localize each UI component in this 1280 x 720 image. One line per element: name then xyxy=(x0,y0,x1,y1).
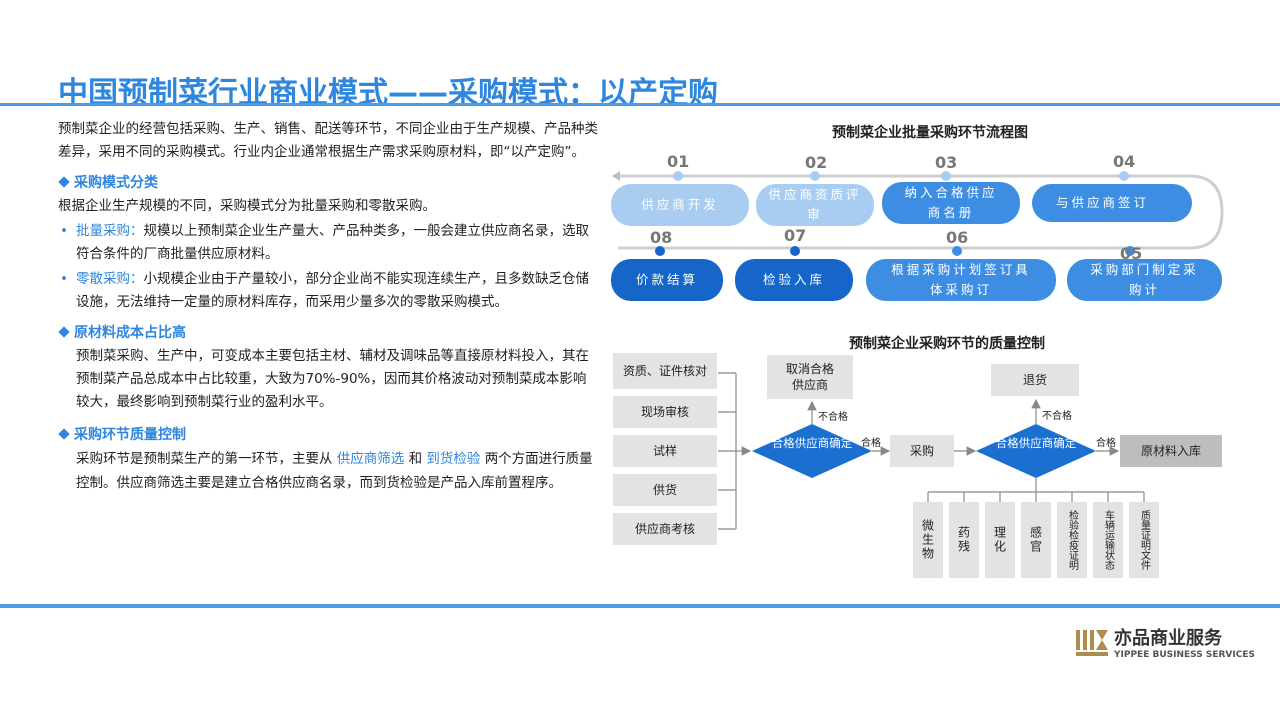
qc-fail-label-1: 不合格 xyxy=(818,412,848,423)
section-text-material-cost: 预制菜采购、生产中，可变成本主要包括主材、辅材及调味品等直接原材料投入，其在预制… xyxy=(76,348,589,410)
qc-purchase-box: 采购 xyxy=(890,435,954,467)
title-underline xyxy=(0,103,1280,106)
section-heading-purchase-modes: 采购模式分类 xyxy=(58,172,598,195)
bullet-dot-icon: • xyxy=(60,223,68,239)
step-dot xyxy=(1119,171,1129,181)
qc-check-residue: 药残 xyxy=(949,502,979,578)
qc-check-transport: 车辆运输状态 xyxy=(1093,502,1123,578)
step-number: 05 xyxy=(1120,244,1143,263)
qc-return-box: 退货 xyxy=(991,364,1079,396)
section-heading-material-cost: 原材料成本占比高 xyxy=(58,322,598,345)
step-dot xyxy=(941,171,951,181)
qc-check-sensory: 感官 xyxy=(1021,502,1051,578)
flow-step-04: 与供应商签订 xyxy=(1032,184,1192,222)
qc-storage-box: 原材料入库 xyxy=(1120,435,1222,467)
bottom-divider xyxy=(0,604,1280,608)
qc-check-quarantine: 检验检疫证明 xyxy=(1057,502,1087,578)
flow-step-06: 根据采购计划签订具体采购订 xyxy=(866,259,1056,301)
logo-mark-icon xyxy=(1076,630,1108,656)
flow-step-05: 采购部门制定采购计 xyxy=(1067,259,1222,301)
title-bar: 中国预制菜行业商业模式——采购模式：以产定购 xyxy=(0,62,1280,111)
qc-cancel-supplier: 取消合格供应商 xyxy=(767,355,853,399)
decision-diamond-2 xyxy=(976,424,1096,478)
step-number: 08 xyxy=(650,228,673,247)
qc-item-qualification: 资质、证件核对 xyxy=(613,353,717,389)
bullet-scattered-purchase: •零散采购：小规模企业由于产量较小，部分企业尚不能实现连续生产，且多数缺乏仓储设… xyxy=(58,268,598,314)
flow-step-08: 价款结算 xyxy=(611,259,723,301)
flow-arrow-icon xyxy=(612,171,620,181)
step-dot xyxy=(655,246,665,256)
qc-check-microbe: 微生物 xyxy=(913,502,943,578)
step-dot xyxy=(790,246,800,256)
flow-step-02: 供应商资质评审 xyxy=(756,184,874,226)
step-number: 03 xyxy=(935,153,958,172)
flow-chart-title: 预制菜企业批量采购环节流程图 xyxy=(832,125,1028,141)
flow-loop-line xyxy=(618,174,1224,250)
qc-chart-title: 预制菜企业采购环节的质量控制 xyxy=(849,336,1045,352)
qc-fail-label-2: 不合格 xyxy=(1042,411,1072,422)
step-number: 01 xyxy=(667,152,690,171)
step-dot xyxy=(952,246,962,256)
flow-step-03: 纳入合格供应商名册 xyxy=(882,182,1020,224)
qc-item-supply: 供货 xyxy=(613,474,717,506)
section-text-purchase-modes: 根据企业生产规模的不同，采购模式分为批量采购和零散采购。 xyxy=(58,198,436,214)
qc-check-quality-doc: 质量证明文件 xyxy=(1129,502,1159,578)
step-dot xyxy=(810,171,820,181)
left-text-column: 预制菜企业的经营包括采购、生产、销售、配送等环节，不同企业由于生产规模、产品种类… xyxy=(58,118,598,495)
flow-step-07: 检验入库 xyxy=(735,259,853,301)
step-number: 06 xyxy=(946,228,969,247)
bullet-dot-icon: • xyxy=(60,271,68,287)
bullet-batch-purchase: •批量采购：规模以上预制菜企业生产量大、产品种类多，一般会建立供应商名录，选取符… xyxy=(58,220,598,266)
flow-step-01: 供应商开发 xyxy=(611,184,749,226)
section-text-quality-control: 采购环节是预制菜生产的第一环节，主要从 供应商筛选 和 到货检验 两个方面进行质… xyxy=(76,451,593,491)
step-number: 04 xyxy=(1113,152,1136,171)
qc-item-site-audit: 现场审核 xyxy=(613,396,717,428)
step-number: 02 xyxy=(805,153,828,172)
qc-item-sample: 试样 xyxy=(613,435,717,467)
step-dot xyxy=(1125,246,1135,256)
qc-pass-label-2: 合格 xyxy=(1096,438,1116,449)
qc-diamond-2-label: 合格供应商确定 xyxy=(995,436,1077,450)
step-dot xyxy=(673,171,683,181)
qc-diamond-1-label: 合格供应商确定 xyxy=(771,436,853,450)
qc-item-supplier-review: 供应商考核 xyxy=(613,513,717,545)
decision-diamond-1 xyxy=(752,424,872,478)
logo-cn-text: 亦品商业服务 xyxy=(1114,628,1222,649)
step-number: 07 xyxy=(784,226,807,245)
qc-pass-label-1: 合格 xyxy=(861,438,881,449)
section-heading-quality-control: 采购环节质量控制 xyxy=(58,424,598,447)
company-logo: 亦品商业服务 YIPPEE BUSINESS SERVICES xyxy=(1076,626,1255,664)
intro-paragraph: 预制菜企业的经营包括采购、生产、销售、配送等环节，不同企业由于生产规模、产品种类… xyxy=(58,121,598,160)
logo-en-text: YIPPEE BUSINESS SERVICES xyxy=(1114,650,1255,660)
qc-check-physchem: 理化 xyxy=(985,502,1015,578)
